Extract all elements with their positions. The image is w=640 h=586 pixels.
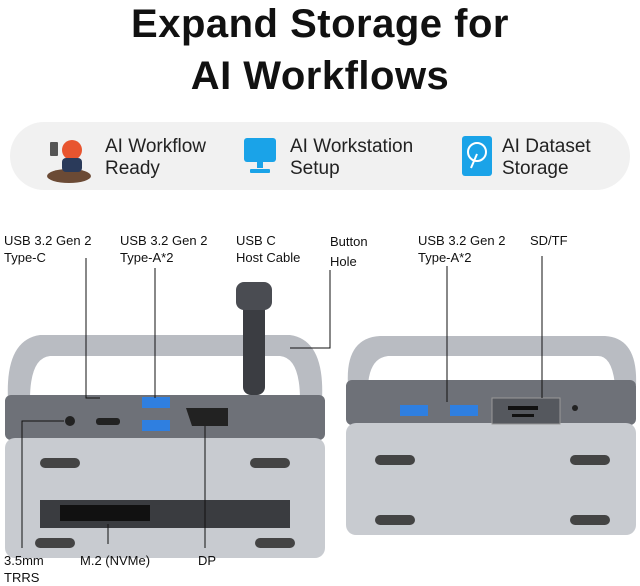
feature-line: AI Workstation bbox=[290, 136, 414, 157]
label-host-cable: USB C Host Cable bbox=[236, 232, 300, 266]
label-sd-tf: SD/TF bbox=[530, 233, 568, 248]
label-usb-a-left: USB 3.2 Gen 2 Type-A*2 bbox=[120, 232, 207, 266]
headline-line-1: Expand Storage for bbox=[131, 2, 509, 46]
usb-a-port bbox=[400, 405, 428, 416]
label-line: USB 3.2 Gen 2 bbox=[120, 233, 208, 248]
button-hole bbox=[572, 405, 578, 411]
feature-line: Setup bbox=[290, 158, 340, 179]
label-line: 3.5mm bbox=[4, 553, 44, 568]
hard-drive-icon bbox=[462, 136, 492, 176]
audio-jack bbox=[65, 416, 75, 426]
sd-slot bbox=[508, 406, 538, 410]
label-line: Hole bbox=[330, 254, 357, 269]
usb-c-port bbox=[96, 418, 120, 425]
feature-line: AI Workflow bbox=[105, 136, 207, 157]
headline-line-2: AI Workflows bbox=[190, 54, 450, 98]
feature-line: Ready bbox=[105, 158, 160, 179]
usb-a-port bbox=[450, 405, 478, 416]
usb-a-port bbox=[142, 420, 170, 431]
usb-a-port bbox=[142, 397, 170, 408]
label-dp: DP bbox=[198, 553, 217, 568]
label-line: Type-C bbox=[4, 250, 46, 265]
hub-front-view bbox=[5, 282, 325, 558]
feature-line: Storage bbox=[502, 158, 569, 179]
lobster-mascot-icon bbox=[47, 140, 91, 183]
feature-bar bbox=[10, 122, 630, 190]
feature-line: AI Dataset bbox=[502, 136, 591, 157]
host-cable bbox=[243, 300, 265, 395]
label-line: USB 3.2 Gen 2 bbox=[418, 233, 506, 248]
dp-port bbox=[186, 408, 228, 426]
label-line: USB 3.2 Gen 2 bbox=[4, 233, 92, 248]
label-line: Button bbox=[330, 234, 368, 249]
label-line: Type-A*2 bbox=[418, 250, 472, 265]
label-usb-a-right: USB 3.2 Gen 2 Type-A*2 bbox=[418, 232, 505, 266]
label-line: Type-A*2 bbox=[120, 250, 174, 265]
label-usb-c: USB 3.2 Gen 2 Type-C bbox=[4, 232, 91, 266]
tf-slot bbox=[512, 414, 534, 417]
monitor-icon bbox=[244, 138, 276, 173]
label-line: TRRS bbox=[4, 570, 40, 585]
label-line: Host Cable bbox=[236, 250, 301, 265]
label-line: USB C bbox=[236, 233, 276, 248]
label-m2: M.2 (NVMe) bbox=[80, 553, 151, 568]
hub-back-view bbox=[346, 336, 637, 535]
callout-lines bbox=[21, 256, 543, 548]
